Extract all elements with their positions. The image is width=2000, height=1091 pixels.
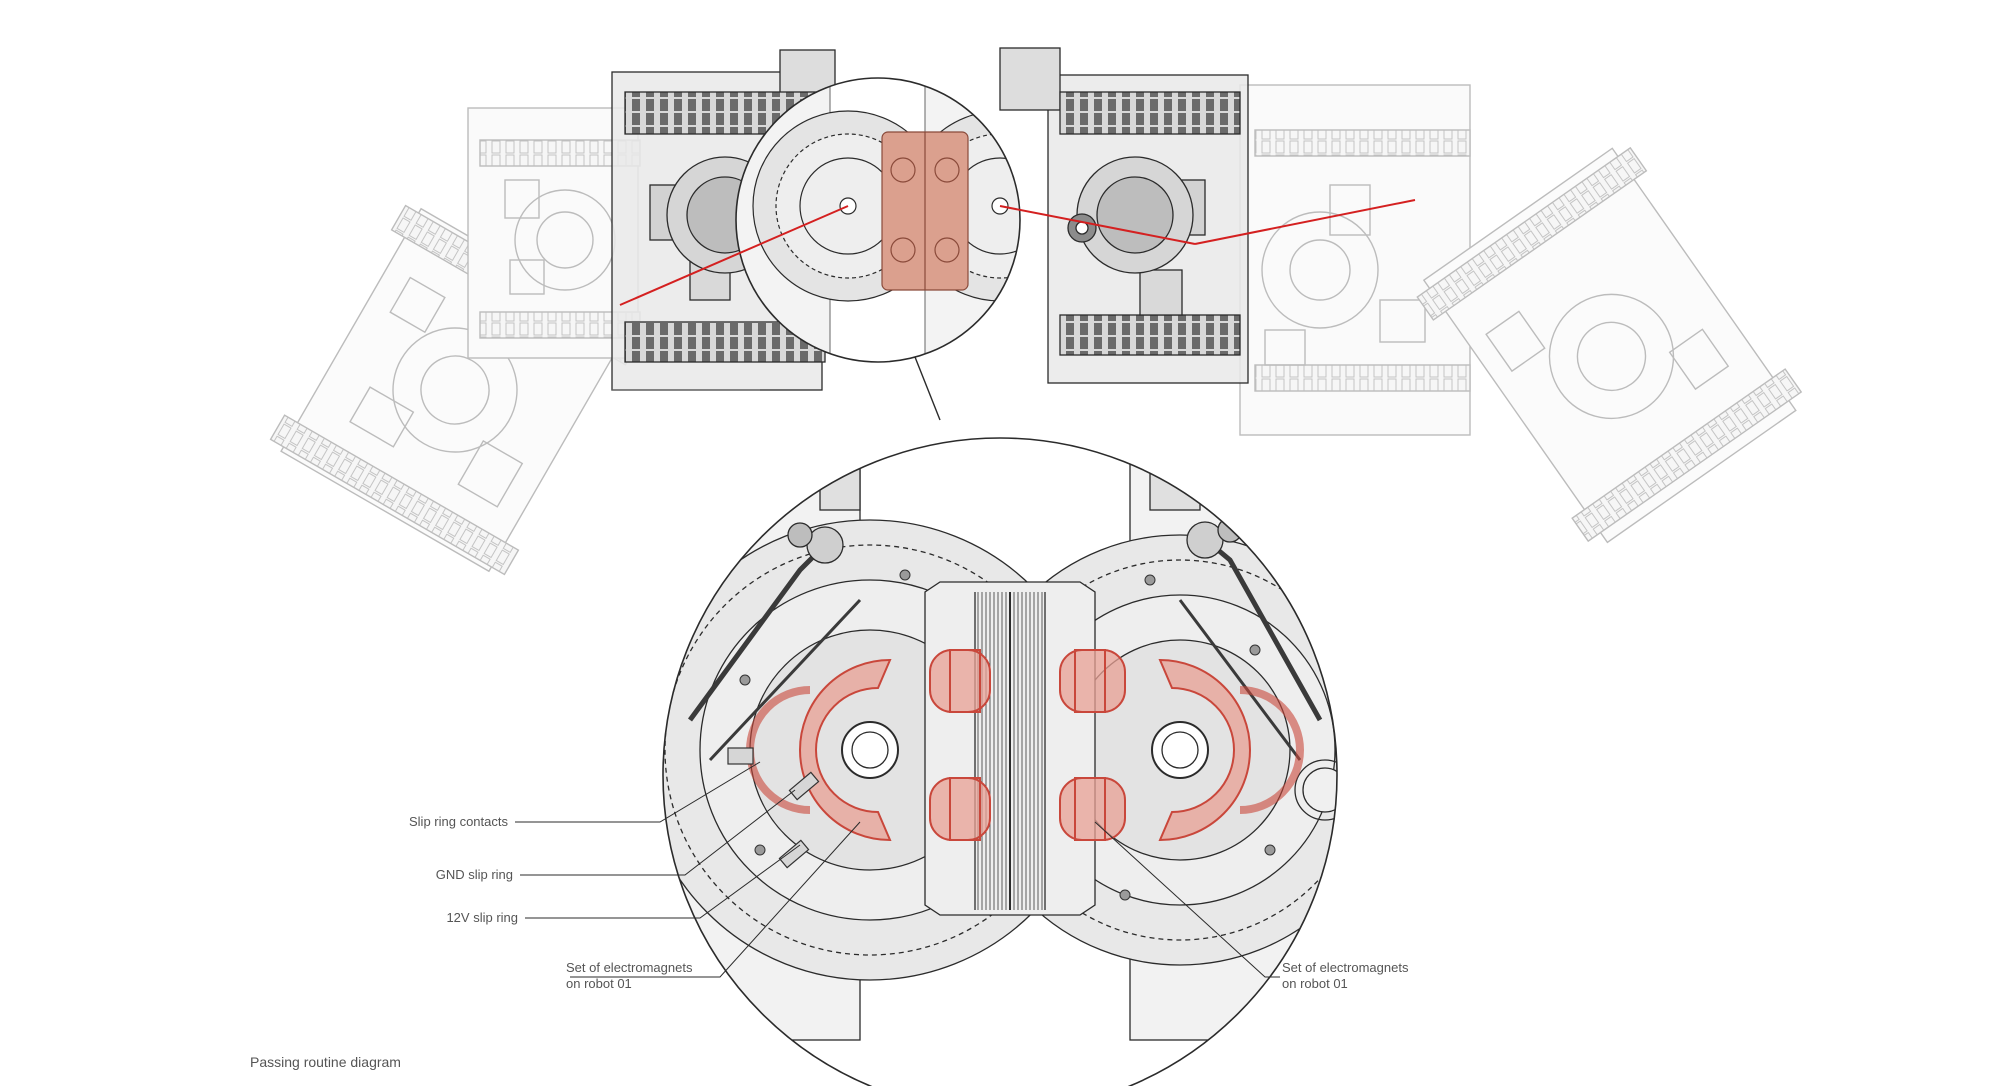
callout-electromagnets-left-line1: Set of electromagnets xyxy=(566,960,693,975)
callout-gnd-slip-ring: GND slip ring xyxy=(435,867,513,882)
callout-leaders xyxy=(515,761,1280,978)
robot-right xyxy=(999,47,1249,384)
diagram-caption: Passing routine diagram xyxy=(250,1054,401,1070)
electromagnets-right xyxy=(1059,649,1304,842)
alignment-laser-lines xyxy=(619,199,1416,306)
callout-electromagnets-right-line1: Set of electromagnets xyxy=(1282,960,1409,975)
big-detail-circle xyxy=(662,437,1338,1091)
slip-ring-contact-bars xyxy=(727,747,820,869)
callout-electromagnets-right: Set of electromagnets on robot 01 xyxy=(1282,960,1408,992)
center-connector-block xyxy=(924,581,1096,916)
ghost-robot-right xyxy=(1239,84,1471,436)
electromagnets-left xyxy=(746,649,991,842)
callout-slip-ring-contacts: Slip ring contacts xyxy=(409,814,508,829)
magnifier-leader-line xyxy=(914,356,941,421)
callout-electromagnets-left-line2: on robot 01 xyxy=(566,976,632,991)
callout-electromagnets-right-line2: on robot 01 xyxy=(1282,976,1348,991)
ghost-robot-right-rotated xyxy=(1416,146,1803,544)
callout-12v-slip-ring: 12V slip ring xyxy=(446,910,518,925)
callout-electromagnets-left: Set of electromagnets on robot 01 xyxy=(566,960,692,992)
small-detail-circle xyxy=(735,77,1021,363)
